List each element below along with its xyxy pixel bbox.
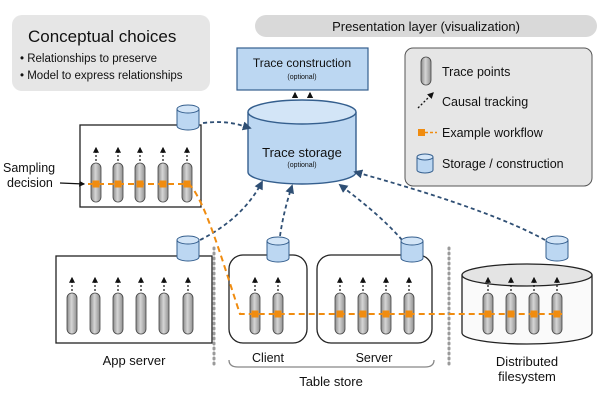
trace-point-icon — [157, 146, 169, 203]
trace-point-icon — [66, 276, 78, 335]
trace-point-icon — [272, 276, 284, 335]
trace-point-icon — [182, 276, 194, 335]
table-store-bracket — [228, 359, 435, 368]
client-box — [228, 254, 308, 344]
storage-cylinders — [176, 104, 569, 263]
causal-arrow-swatch-icon — [417, 92, 434, 109]
sampling-decision-label-line1: Sampling — [3, 161, 55, 175]
workflow-node — [553, 310, 561, 318]
trace-storage-note: (optional) — [287, 162, 316, 169]
workflow-node — [484, 310, 492, 318]
conceptual-choices-title: Conceptual choices — [28, 27, 176, 46]
server-label: Server — [356, 351, 393, 365]
conceptual-item-2: • Model to express relationships — [20, 70, 183, 82]
trace-storage-cylinder: Trace storage (optional) — [247, 99, 357, 185]
storage-cylinder-icon — [176, 104, 200, 131]
sampling-decision-label-line2: decision — [7, 176, 53, 190]
trace-point-icon — [134, 146, 146, 203]
workflow-node — [382, 310, 390, 318]
conceptual-choices-panel: Conceptual choices • Relationships to pr… — [12, 15, 210, 91]
workflow-node — [507, 310, 515, 318]
workflow-node — [183, 180, 191, 188]
workflow-swatch-icon — [418, 129, 425, 136]
presentation-layer-label: Presentation layer (visualization) — [332, 19, 520, 34]
trace-point-icon — [334, 276, 346, 335]
legend-storage-construction: Storage / construction — [442, 157, 564, 171]
table-store-label: Table store — [299, 374, 363, 389]
app-server-box — [55, 255, 213, 344]
client-label: Client — [252, 351, 284, 365]
trace-point-icon — [181, 146, 193, 203]
storage-cylinder-icon — [545, 235, 569, 262]
workflow-node — [251, 310, 259, 318]
storage-cylinder-icon — [176, 235, 200, 262]
conceptual-item-1: • Relationships to preserve — [20, 53, 157, 65]
workflow-node — [405, 310, 413, 318]
trace-construction-box: Trace construction (optional) — [236, 47, 369, 91]
workflow-node — [274, 310, 282, 318]
legend-example-workflow: Example workflow — [442, 126, 544, 140]
legend: Trace points Causal tracking Example wor… — [404, 47, 593, 187]
server-box — [316, 254, 433, 344]
trace-point-icon — [158, 276, 170, 335]
workflow-node — [530, 310, 538, 318]
trace-point-swatch-icon — [420, 56, 432, 86]
trace-construction-title: Trace construction — [253, 56, 351, 70]
example-workflow — [88, 180, 562, 318]
trace-point-icon — [403, 276, 415, 335]
presentation-layer-banner: Presentation layer (visualization) — [255, 15, 597, 37]
distributed-filesystem-label-line2: filesystem — [498, 369, 556, 384]
workflow-node — [136, 180, 144, 188]
trace-point-icon — [380, 276, 392, 335]
app-server-label: App server — [103, 353, 167, 368]
legend-causal-tracking: Causal tracking — [442, 95, 528, 109]
trace-point-icon — [112, 276, 124, 335]
distributed-filesystem-label-line1: Distributed — [496, 354, 558, 369]
legend-trace-points: Trace points — [442, 65, 510, 79]
trace-point-icon — [135, 276, 147, 335]
storage-cylinder-icon — [400, 236, 424, 263]
workflow-node — [92, 180, 100, 188]
trace-construction-note: (optional) — [287, 74, 316, 81]
trace-storage-title: Trace storage — [262, 145, 342, 160]
workflow-node — [159, 180, 167, 188]
filesystem-cylinder — [461, 263, 593, 345]
trace-point-icon — [89, 276, 101, 335]
trace-point-icon — [90, 146, 102, 203]
trace-point-icon — [112, 146, 124, 203]
report-arrows — [199, 121, 546, 241]
workflow-node — [359, 310, 367, 318]
sampling-group-box — [79, 124, 202, 208]
storage-cylinder-icon — [266, 236, 290, 263]
workflow-node — [114, 180, 122, 188]
workflow-node — [336, 310, 344, 318]
sampling-decision-pointer — [59, 180, 86, 187]
trace-point-icon — [249, 276, 261, 335]
storage-swatch-icon — [416, 153, 434, 174]
trace-point-icon — [357, 276, 369, 335]
